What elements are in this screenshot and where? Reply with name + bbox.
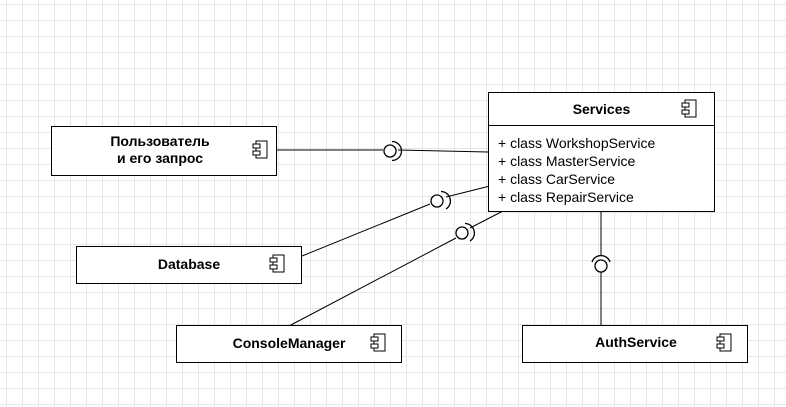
component-database-title: Database bbox=[157, 256, 221, 272]
services-attribute: + class MasterService bbox=[498, 153, 636, 169]
component-user-request[interactable]: Пользователь и его запрос bbox=[51, 126, 277, 176]
component-icon bbox=[370, 333, 386, 353]
services-attribute: + class RepairService bbox=[498, 189, 634, 205]
component-icon bbox=[269, 254, 285, 274]
component-authservice-title: AuthService bbox=[595, 334, 677, 350]
component-user-title: Пользователь и его запрос bbox=[52, 133, 268, 167]
component-services-title: Services bbox=[572, 101, 631, 117]
component-services[interactable]: Services + class WorkshopService + class… bbox=[488, 92, 715, 212]
services-attribute: + class CarService bbox=[498, 171, 616, 187]
component-consolemanager[interactable]: ConsoleManager bbox=[176, 325, 402, 363]
services-attribute: + class WorkshopService bbox=[498, 135, 656, 151]
connector-consolemanager-services bbox=[288, 209, 506, 327]
component-user-title-line2: и его запрос bbox=[116, 150, 204, 166]
component-icon bbox=[681, 99, 697, 119]
component-icon bbox=[252, 140, 268, 160]
component-icon bbox=[716, 333, 732, 353]
services-header: Services bbox=[489, 93, 714, 126]
connector-user-services bbox=[277, 140, 489, 162]
component-authservice[interactable]: AuthService bbox=[522, 325, 748, 363]
connector-authservice-services bbox=[591, 211, 611, 325]
component-user-title-line1: Пользователь bbox=[110, 133, 210, 149]
connector-database-services bbox=[301, 181, 507, 257]
component-consolemanager-title: ConsoleManager bbox=[232, 335, 346, 351]
services-attribute-list: + class WorkshopService + class MasterSe… bbox=[498, 134, 655, 206]
component-database[interactable]: Database bbox=[76, 246, 302, 284]
